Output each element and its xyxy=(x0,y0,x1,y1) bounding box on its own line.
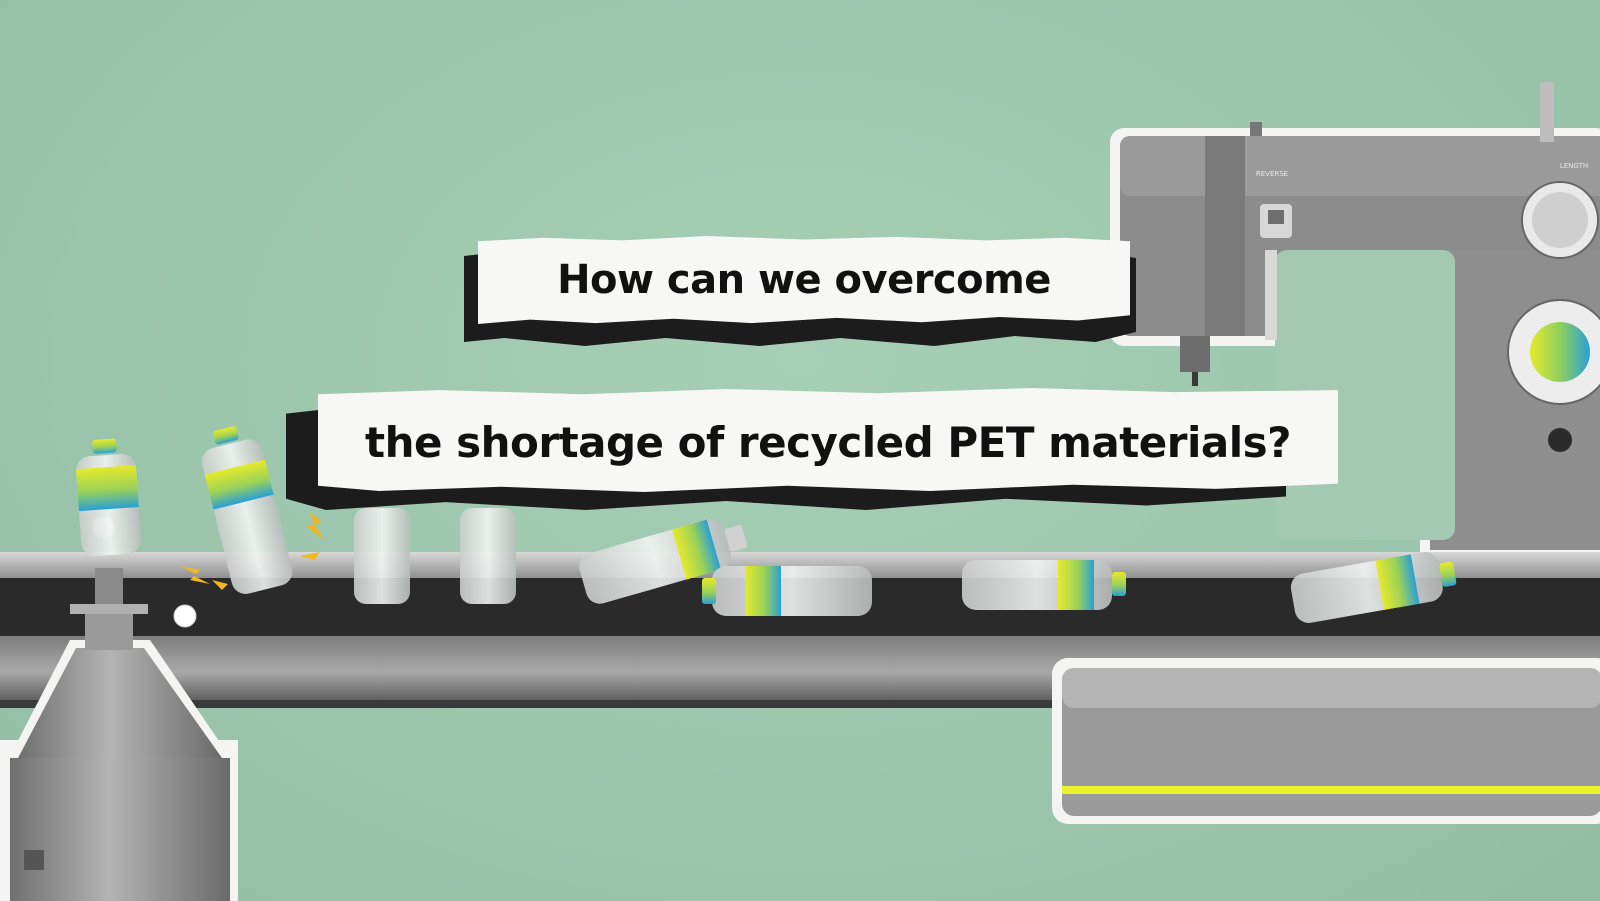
length-label: LENGTH xyxy=(1560,162,1588,170)
reverse-label: REVERSE xyxy=(1256,170,1288,178)
spark-icon xyxy=(180,512,324,590)
caption-line-2: the shortage of recycled PET materials? xyxy=(318,388,1338,492)
sewing-machine-icon: REVERSE LENGTH xyxy=(1110,82,1600,560)
bottle-icon xyxy=(76,426,1457,623)
centrifuge-icon xyxy=(0,515,238,901)
caption-line-1: How can we overcome xyxy=(478,236,1130,324)
machine-base xyxy=(1052,658,1600,824)
